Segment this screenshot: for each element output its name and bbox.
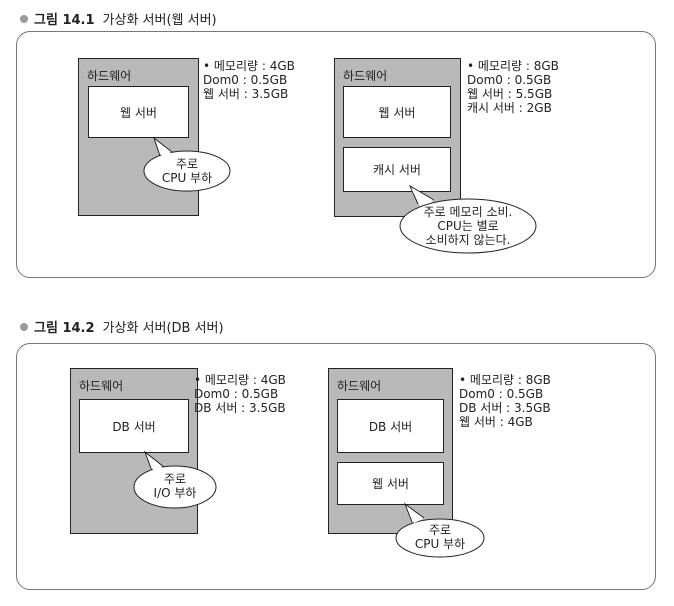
memory-specs: • 메모리량 : 8GB Dom0 : 0.5GB 웹 서버 : 5.5GB 캐… xyxy=(467,59,559,115)
speech-bubble xyxy=(399,184,537,254)
memory-specs: • 메모리량 : 4GB Dom0 : 0.5GB DB 서버 : 3.5GB xyxy=(194,373,286,415)
bubble-line: I/O 부하 xyxy=(153,486,197,500)
figure-number: 그림 14.1 xyxy=(34,13,95,28)
bubble-line: 주로 xyxy=(163,472,187,486)
vm-label: 웹 서버 xyxy=(120,105,157,120)
memory-specs: • 메모리량 : 8GB Dom0 : 0.5GB DB 서버 : 3.5GB … xyxy=(459,373,551,429)
spec-line: • 메모리량 : 4GB xyxy=(203,59,295,73)
vm-box: DB 서버 xyxy=(337,399,444,453)
vm-label: DB 서버 xyxy=(368,419,413,434)
hardware-label: 하드웨어 xyxy=(79,379,124,393)
spec-line: 웹 서버 : 5.5GB xyxy=(467,87,553,101)
spec-line: Dom0 : 0.5GB xyxy=(203,73,288,87)
memory-specs: • 메모리량 : 4GB Dom0 : 0.5GB 웹 서버 : 3.5GB xyxy=(203,59,295,101)
vm-label: 캐시 서버 xyxy=(373,163,421,177)
speech-bubble xyxy=(133,450,217,509)
bubble-line: CPU 부하 xyxy=(161,171,213,185)
spec-line: • 메모리량 : 8GB xyxy=(467,59,559,73)
bubble-line: 주로 메모리 소비. xyxy=(423,205,513,219)
figure-title: 가상화 서버(DB 서버) xyxy=(102,321,224,336)
bubble-text: 주로 I/O 부하 xyxy=(135,472,215,500)
figure-number: 그림 14.2 xyxy=(34,321,95,336)
spec-line: 웹 서버 : 4GB xyxy=(459,415,533,429)
bullet-dot-icon xyxy=(20,14,28,23)
spec-line: Dom0 : 0.5GB xyxy=(467,73,552,87)
spec-line: DB 서버 : 3.5GB xyxy=(194,401,286,415)
vm-label: 웹 서버 xyxy=(378,105,416,120)
bubble-line: 주로 xyxy=(428,523,452,537)
speech-bubble xyxy=(395,502,485,558)
spec-line: 캐시 서버 : 2GB xyxy=(467,101,552,115)
bubble-line: 소비하지 않는다. xyxy=(425,233,511,247)
speech-bubble xyxy=(143,136,231,192)
vm-box: 웹 서버 xyxy=(337,462,444,505)
spec-line: Dom0 : 0.5GB xyxy=(459,387,544,401)
spec-line: Dom0 : 0.5GB xyxy=(194,387,279,401)
hardware-label: 하드웨어 xyxy=(87,69,132,83)
vm-box: 웹 서버 xyxy=(88,86,189,138)
bubble-text: 주로 CPU 부하 xyxy=(400,523,480,551)
figure-caption: 그림 14.2 가상화 서버(DB 서버) xyxy=(20,317,224,336)
vm-label: DB 서버 xyxy=(112,419,156,434)
bubble-line: 주로 xyxy=(175,157,199,171)
spec-line: 웹 서버 : 3.5GB xyxy=(203,87,289,101)
bullet-dot-icon xyxy=(20,322,28,331)
spec-line: • 메모리량 : 4GB xyxy=(194,373,286,387)
vm-box: DB 서버 xyxy=(79,399,189,453)
spec-line: DB 서버 : 3.5GB xyxy=(459,401,551,415)
hardware-label: 하드웨어 xyxy=(343,69,388,83)
vm-label: 웹 서버 xyxy=(372,477,409,491)
bubble-text: 주로 메모리 소비. CPU는 별로 소비하지 않는다. xyxy=(403,205,533,247)
bubble-line: CPU 부하 xyxy=(414,537,466,551)
hardware-label: 하드웨어 xyxy=(337,379,382,393)
figure-title: 가상화 서버(웹 서버) xyxy=(102,13,217,28)
vm-box: 캐시 서버 xyxy=(343,147,451,192)
bubble-text: 주로 CPU 부하 xyxy=(147,157,227,185)
spec-line: • 메모리량 : 8GB xyxy=(459,373,551,387)
vm-box: 웹 서버 xyxy=(343,86,451,138)
figure-caption: 그림 14.1 가상화 서버(웹 서버) xyxy=(20,9,217,28)
bubble-line: CPU는 별로 xyxy=(437,219,499,233)
